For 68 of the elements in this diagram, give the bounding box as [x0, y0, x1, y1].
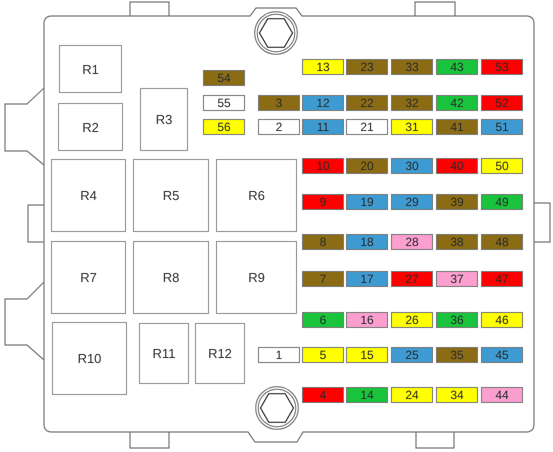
relay: R11	[139, 323, 189, 384]
fuse: 32	[391, 95, 433, 111]
fuse: 5	[302, 347, 344, 363]
relay: R7	[51, 241, 126, 314]
fuse: 9	[302, 194, 344, 210]
relay: R9	[216, 241, 297, 314]
fuse: 43	[436, 59, 478, 75]
fuse: 11	[302, 119, 344, 135]
fuse: 55	[203, 95, 245, 111]
fuse: 40	[436, 158, 478, 174]
fuse: 4	[302, 387, 344, 403]
fuse: 31	[391, 119, 433, 135]
relay: R5	[133, 159, 209, 232]
fuse: 38	[436, 234, 478, 250]
fuse: 22	[346, 95, 388, 111]
fuse: 8	[302, 234, 344, 250]
fuse: 46	[481, 312, 523, 328]
fuse: 23	[346, 59, 388, 75]
fuse: 53	[481, 59, 523, 75]
fuse: 2	[258, 119, 300, 135]
fuse: 10	[302, 158, 344, 174]
fuse: 27	[391, 271, 433, 287]
fuse: 42	[436, 95, 478, 111]
relay: R6	[216, 159, 297, 232]
fuse: 7	[302, 271, 344, 287]
fuse: 49	[481, 194, 523, 210]
fuse: 20	[346, 158, 388, 174]
fuse: 26	[391, 312, 433, 328]
fuse: 33	[391, 59, 433, 75]
relay: R1	[59, 45, 122, 93]
fuse: 12	[302, 95, 344, 111]
relay: R3	[140, 88, 188, 151]
fuse: 48	[481, 234, 523, 250]
relay: R12	[195, 323, 245, 384]
fuse: 15	[346, 347, 388, 363]
fuse: 45	[481, 347, 523, 363]
fuse: 19	[346, 194, 388, 210]
fuse: 17	[346, 271, 388, 287]
fuse: 13	[302, 59, 344, 75]
fuse: 52	[481, 95, 523, 111]
fuse: 51	[481, 119, 523, 135]
fuse: 34	[436, 387, 478, 403]
fuse: 36	[436, 312, 478, 328]
fuse: 39	[436, 194, 478, 210]
fuse: 29	[391, 194, 433, 210]
fuse: 14	[346, 387, 388, 403]
fuse: 50	[481, 158, 523, 174]
relay: R10	[52, 322, 127, 395]
fuse: 54	[203, 70, 245, 86]
fuse: 35	[436, 347, 478, 363]
fuse: 30	[391, 158, 433, 174]
fuse: 56	[203, 119, 245, 135]
fuse: 41	[436, 119, 478, 135]
fuse: 28	[391, 234, 433, 250]
fuse: 21	[346, 119, 388, 135]
fuse: 16	[346, 312, 388, 328]
fuse: 6	[302, 312, 344, 328]
relay: R4	[51, 159, 126, 232]
relay: R2	[58, 103, 123, 151]
fuse: 25	[391, 347, 433, 363]
fuse: 3	[258, 95, 300, 111]
fuse: 47	[481, 271, 523, 287]
relay: R8	[133, 241, 209, 314]
fuse: 18	[346, 234, 388, 250]
fuse: 24	[391, 387, 433, 403]
fuse: 44	[481, 387, 523, 403]
fuse: 37	[436, 271, 478, 287]
fuse: 1	[258, 347, 300, 363]
